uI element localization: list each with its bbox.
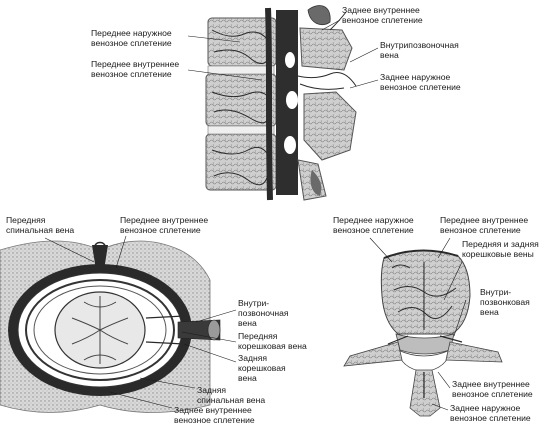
top-label-intervertebral-vein: Внутрипозвоночная вена <box>380 40 461 60</box>
bl-label-anterior-internal-plexus: Переднее внутреннее венозное сплетение <box>120 215 211 235</box>
bl-label-anterior-radicular-vein: Передняя корешковая вена <box>238 331 307 351</box>
bl-label-posterior-radicular-vein: Задняя корешковая вена <box>238 353 288 383</box>
bottom-right-leader-lines <box>369 237 467 411</box>
bottom-right-vertebra <box>343 249 503 417</box>
spinal-canal <box>276 10 298 195</box>
br-label-radicular-veins: Передняя и задняя корешковые вены <box>462 239 541 259</box>
top-sagittal-figure <box>205 5 357 201</box>
bl-label-anterior-spinal-vein: Передняя спинальная вена <box>6 215 74 235</box>
anterior-internal-plexus-vessel <box>265 7 273 201</box>
vertebral-arches <box>297 5 357 201</box>
top-label-posterior-external-plexus: Заднее наружное венозное сплетение <box>380 72 461 92</box>
vertebral-bodies <box>205 17 277 191</box>
br-label-posterior-external-plexus: Заднее наружное венозное сплетение <box>450 403 531 423</box>
bottom-left-leader-lines <box>44 235 237 409</box>
top-label-anterior-internal-plexus: Переднее внутреннее венозное сплетение <box>91 59 182 79</box>
venous-network <box>211 11 357 186</box>
bl-label-intervertebral-vein: Внутри- позвоночная вена <box>238 298 291 328</box>
top-label-anterior-external-plexus: Переднее наружное венозное сплетение <box>91 28 174 48</box>
bl-label-posterior-spinal-vein: Задняя спинальная вена <box>197 385 265 405</box>
bottom-left-cross-section <box>0 240 221 413</box>
br-label-intervertebral-vein: Внутри- позвонковая вена <box>480 287 532 317</box>
bl-label-posterior-internal-plexus: Заднее внутреннее венозное сплетение <box>174 405 255 425</box>
br-label-anterior-external-plexus: Переднее наружное венозное сплетение <box>333 215 416 235</box>
br-label-posterior-internal-plexus: Заднее внутреннее венозное сплетение <box>452 379 533 399</box>
br-label-anterior-internal-plexus: Переднее внутреннее венозное сплетение <box>440 215 531 235</box>
top-leader-lines <box>187 19 379 89</box>
top-label-posterior-internal-plexus: Заднее внутреннее венозное сплетение <box>342 5 423 25</box>
